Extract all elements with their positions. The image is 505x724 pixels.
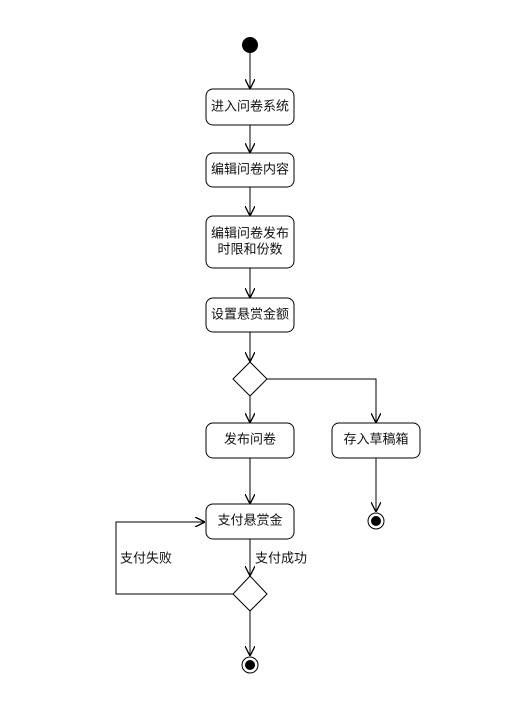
initial-node <box>242 37 258 53</box>
action-edit-limits <box>205 215 295 269</box>
label-set-reward: 设置悬赏金额 <box>211 307 289 323</box>
action-edit-content <box>205 152 295 188</box>
label-publish: 发布问卷 <box>224 432 276 448</box>
label-pay-success: 支付成功 <box>255 552 307 567</box>
label-edit-limits-line2: 时限和份数 <box>217 243 282 258</box>
edge-pay-fail-loop <box>115 522 233 595</box>
label-pay-reward: 支付悬赏金 <box>217 513 282 529</box>
decision-publish-or-draft <box>232 361 268 397</box>
action-publish <box>205 422 295 459</box>
decision-payment-result <box>232 575 268 612</box>
action-enter-system <box>205 88 295 126</box>
final-node-draft <box>367 512 385 530</box>
label-edit-content: 编辑问卷内容 <box>211 162 289 178</box>
label-edit-limits-line1: 编辑问卷发布 <box>211 226 289 242</box>
edge-decision-to-draft <box>267 378 376 423</box>
label-save-draft: 存入草稿箱 <box>343 432 408 448</box>
final-node-main <box>241 656 259 674</box>
label-enter-system: 进入问卷系统 <box>211 99 289 115</box>
action-save-draft <box>331 422 421 459</box>
action-pay-reward <box>205 503 295 540</box>
action-set-reward <box>205 297 295 333</box>
label-pay-fail: 支付失败 <box>120 552 172 567</box>
